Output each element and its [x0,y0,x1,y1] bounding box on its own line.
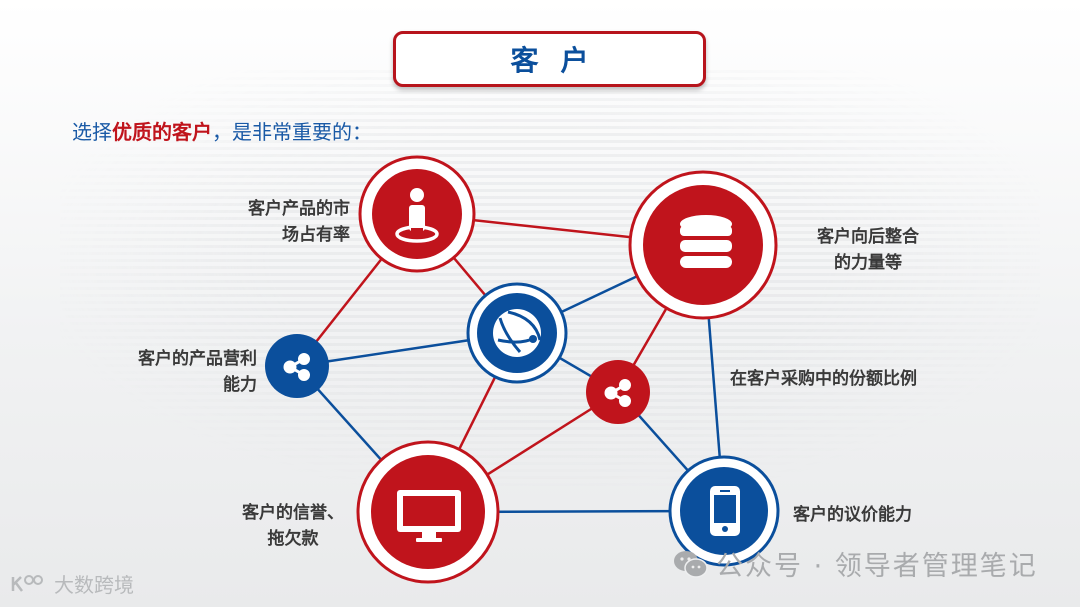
watermark: 公众号 · 领导者管理笔记 [672,544,1038,583]
label-line: 客户的产品营利 [138,349,257,369]
world-map-background [60,70,1040,490]
label-profitability: 客户的产品营利 能力 [95,346,257,398]
share-icon [283,353,310,381]
k100-logo-icon [11,574,43,592]
smartphone-icon [710,486,740,536]
node-bargaining [668,455,780,567]
subtitle-prefix: 选择 [72,120,112,144]
label-market-share: 客户产品的市 场占有率 [200,196,350,248]
node-purchase-share [586,360,650,424]
label-line: 能力 [223,375,257,395]
node-credit [356,440,500,584]
label-line: 拖欠款 [267,529,319,549]
label-line: 客户向后整合 [817,227,919,247]
brand-text: 大数跨境 [54,573,134,597]
node-hub [466,282,568,384]
watermark-text: 公众号 · 领导者管理笔记 [716,551,1038,582]
label-backward-integration: 客户向后整合 的力量等 [798,224,938,276]
label-line: 在客户采购中的份额比例 [730,369,917,389]
label-line: 的力量等 [834,253,902,273]
share-icon [604,379,631,407]
subtitle: 选择优质的客户，是非常重要的： [72,116,372,145]
label-purchase-share: 在客户采购中的份额比例 [730,366,970,392]
label-line: 场占有率 [282,225,350,245]
database-icon [680,215,732,268]
subtitle-highlight: 优质的客户 [112,120,212,144]
person-location-icon [395,188,439,243]
globe-icon [493,309,542,357]
brand: 大数跨境 [10,569,134,598]
wechat-icon [674,550,708,578]
label-line: 客户的信誉、 [242,503,344,523]
node-profitability [265,334,329,398]
node-backward-integration [628,170,778,320]
label-bargaining: 客户的议价能力 [793,502,953,528]
title-box: 客户 [393,31,706,87]
label-line: 客户的议价能力 [793,505,912,525]
label-credit: 客户的信誉、 拖欠款 [228,500,358,552]
monitor-icon [397,490,461,542]
node-market-share [358,155,476,273]
subtitle-suffix: ，是非常重要的： [212,120,372,144]
label-line: 客户产品的市 [248,199,350,219]
page-title: 客户 [510,44,611,77]
